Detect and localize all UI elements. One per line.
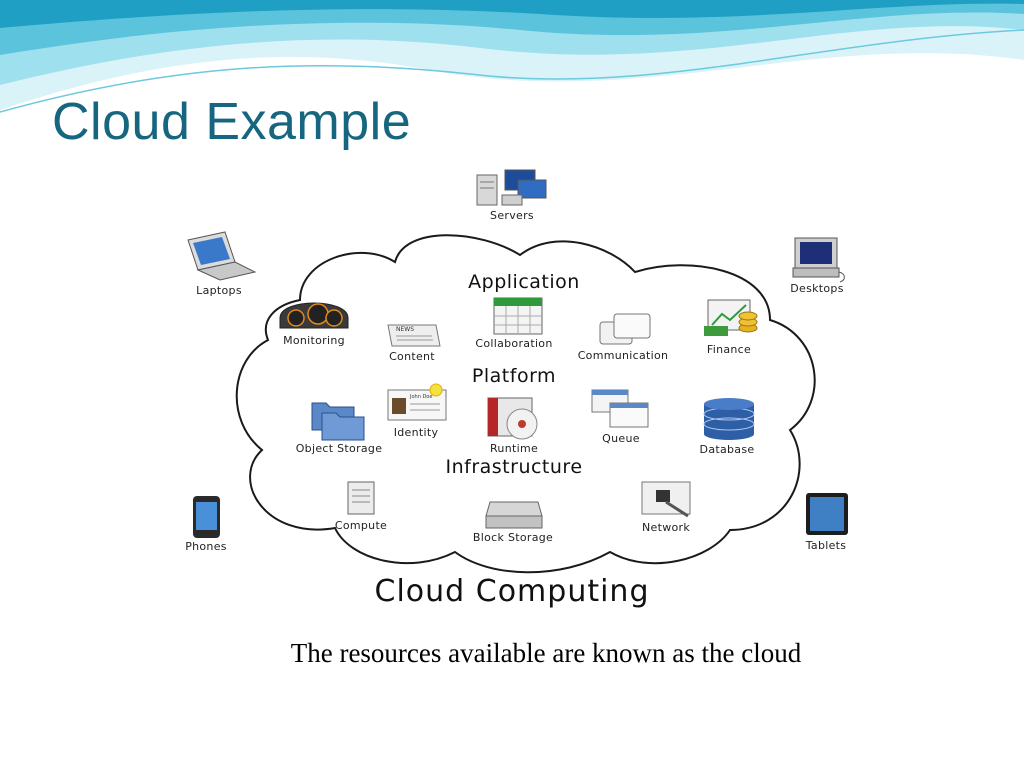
communication-label: Communication [577,349,669,362]
queue-icon [591,389,649,428]
slide-caption: The resources available are known as the… [290,638,802,668]
john-doe-text: John Doe [409,394,432,400]
queue-label: Queue [602,432,640,445]
laptop-icon [187,231,257,281]
header-wave-decoration [0,0,1024,113]
object-storage-label: Object Storage [295,442,383,455]
content-label: Content [389,350,435,363]
collaboration-label: Collaboration [475,337,553,350]
collaboration-icon [493,297,543,335]
database-label: Database [699,443,755,456]
servers-icon [476,169,547,206]
platform-layer-heading: Platform [471,365,557,387]
identity-label: Identity [393,426,439,439]
finance-label: Finance [706,343,752,356]
compute-icon [347,481,375,515]
monitoring-label: Monitoring [283,334,345,347]
identity-icon: John Doe [387,383,447,421]
runtime-icon [487,397,538,440]
diagram-heading: Cloud Computing [374,574,650,609]
desktops-label: Desktops [790,282,844,295]
block-storage-icon [485,501,543,529]
phone-icon [193,496,220,538]
application-layer-heading: Application [468,271,580,293]
desktop-icon [792,237,845,283]
tablet-icon [806,493,848,535]
news-text: NEWS [396,326,414,333]
communication-icon [599,313,651,345]
finance-icon [704,299,758,336]
servers-label: Servers [490,209,534,222]
network-label: Network [641,521,691,534]
laptops-label: Laptops [196,284,242,297]
block-storage-label: Block Storage [472,531,554,544]
network-icon [641,481,691,518]
phones-label: Phones [185,540,227,553]
database-icon [703,398,755,440]
infrastructure-layer-heading: Infrastructure [445,456,583,478]
monitoring-icon [279,302,349,329]
object-storage-icon [311,402,365,441]
slide-title: Cloud Example [52,93,412,151]
compute-label: Compute [334,519,388,532]
tablets-label: Tablets [805,539,847,552]
content-icon: NEWS [387,324,441,347]
runtime-label: Runtime [489,442,539,455]
